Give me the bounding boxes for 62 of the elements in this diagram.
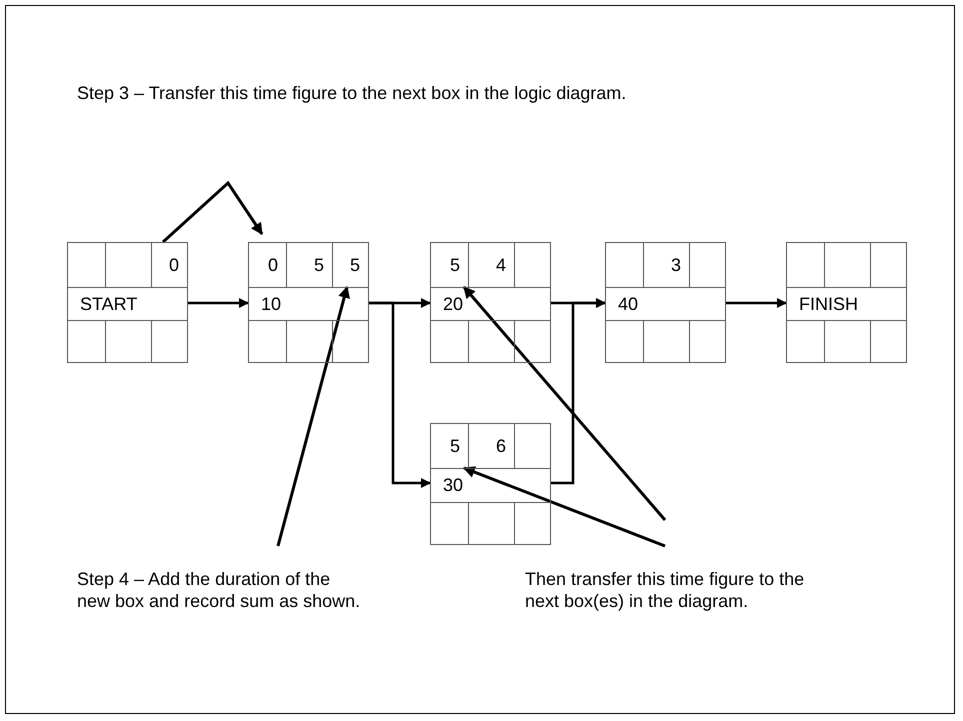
activity-label-cell [605,287,726,321]
activity-box [67,242,188,363]
instruction-text: Step 3 – Transfer this time figure to the next box in the logic diagram. [77,82,628,104]
table-cell [870,242,907,288]
table-cell [248,320,287,363]
table-cell [430,320,469,363]
table-cell [67,320,106,363]
activity-box [248,242,369,363]
value-cell [248,242,287,288]
cell-value: FINISH [799,294,858,314]
table-cell [67,242,106,288]
activity-box [430,242,551,363]
table-cell [514,502,551,545]
table-cell [151,320,188,363]
cell-value: 4 [496,254,506,276]
cell-value: 40 [618,294,638,314]
cell-value: 0 [168,254,179,276]
table-cell [514,320,551,363]
arrow [188,298,249,308]
table-cell [786,242,825,288]
cell-value: 5 [314,254,324,276]
value-cell [430,242,469,288]
cell-value: 5 [450,254,460,276]
annotation-text: Step 4 – Add the duration of the new box and record sum as shown. [77,568,362,612]
table-cell [514,242,551,288]
activity-box [605,242,726,363]
cell-value: 30 [443,475,464,496]
cell-value: 3 [670,254,681,276]
activity-label-cell [67,287,188,321]
activity-label-cell [430,468,551,503]
activity-label-cell [248,287,369,321]
leader-arrow [162,180,264,244]
annotation-text: Then transfer this time figure to the next box(es) in the diagram. [525,568,825,612]
table-cell [689,320,726,363]
activity-box [430,423,551,545]
leader-arrow [462,466,666,548]
table-cell [605,242,644,288]
table-cell [430,502,469,545]
table-cell [605,320,644,363]
table-cell [689,242,726,288]
cell-value: START [80,294,138,314]
activity-label-cell [786,287,907,321]
table-cell [870,320,907,363]
leader-arrow [462,286,666,521]
table-cell [786,320,825,363]
cell-value: 10 [261,294,282,314]
cell-value: 0 [268,254,278,276]
cell-value: 5 [350,254,360,276]
value-cell [151,242,188,288]
activity-label-cell [430,287,551,321]
arrow [726,298,787,308]
table-cell [514,423,551,469]
cell-value: 6 [496,436,506,456]
arrow [551,298,606,484]
value-cell [332,242,369,288]
cell-value: 5 [450,436,460,456]
value-cell [430,423,469,469]
table-cell [332,320,369,363]
leader-arrow [276,286,350,546]
arrow [369,302,431,488]
cell-value: 20 [443,294,464,314]
activity-box [786,242,907,363]
